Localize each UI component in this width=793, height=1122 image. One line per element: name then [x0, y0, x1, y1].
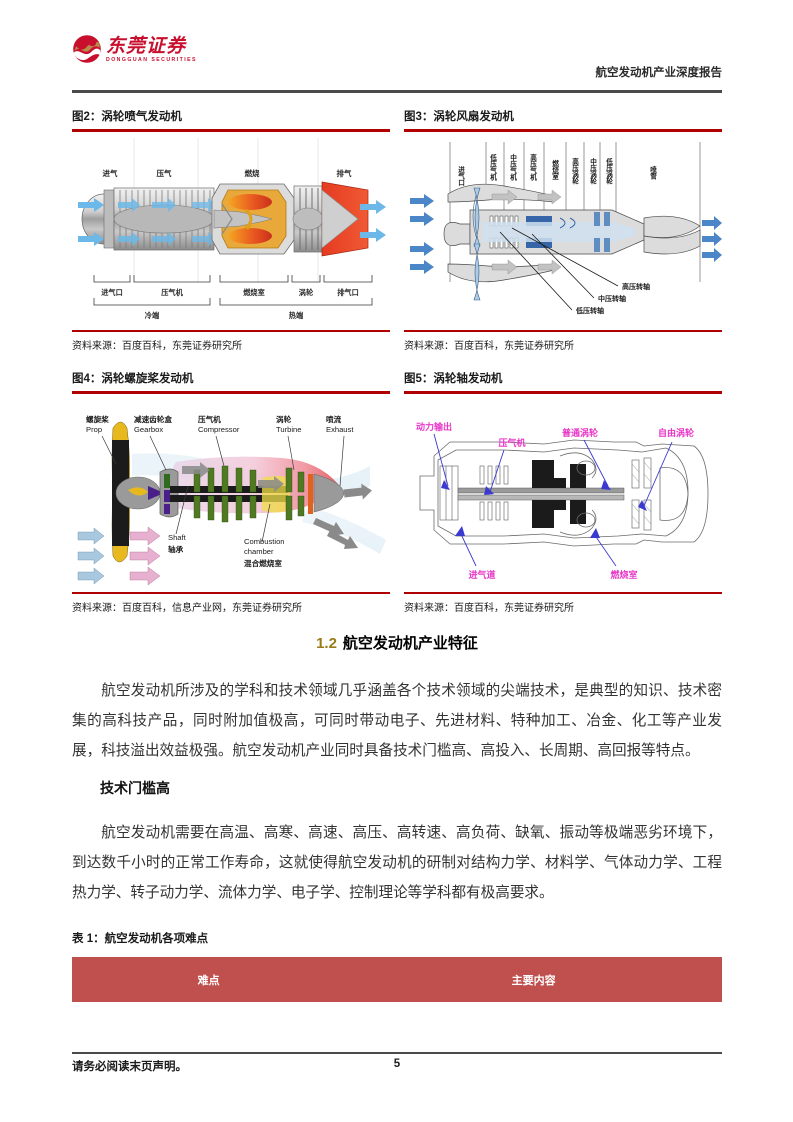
section-heading-1-2: 1.2 航空发动机产业特征	[72, 632, 722, 653]
table-header-cell-content: 主要内容	[345, 957, 722, 1002]
figure-3-rule-top	[404, 129, 722, 132]
footer-divider	[72, 1052, 722, 1055]
turbofan-diagram: 进气口 低压气机 中压气机 高压气机 燃烧室 高压涡轮 中压涡轮 低压涡轮 喷管	[404, 131, 722, 330]
svg-text:混合燃烧室: 混合燃烧室	[244, 558, 282, 568]
svg-text:冷端: 冷端	[145, 311, 160, 320]
figure-2-rule-top	[72, 129, 390, 132]
svg-text:进气道: 进气道	[468, 569, 495, 580]
svg-text:动力输出: 动力输出	[416, 421, 452, 432]
svg-text:轴承: 轴承	[168, 544, 184, 554]
svg-text:Exhaust: Exhaust	[326, 425, 354, 434]
page-header: 东莞证券 DONGGUAN SECURITIES 航空发动机产业深度报告	[72, 34, 722, 90]
svg-text:Turbine: Turbine	[276, 425, 301, 434]
figure-5: 图5：涡轮轴发动机	[404, 370, 722, 622]
svg-text:高压转轴: 高压转轴	[622, 282, 650, 291]
svg-text:普通涡轮: 普通涡轮	[562, 427, 598, 438]
svg-text:压气机: 压气机	[498, 437, 525, 448]
figure-3-rule-bottom	[404, 329, 722, 332]
svg-text:压气: 压气	[157, 168, 172, 178]
figure-5-source: 资料来源：百度百科，东莞证券研究所	[404, 603, 574, 614]
section-number: 1.2	[316, 635, 337, 652]
svg-text:低压涡轮: 低压涡轮	[605, 156, 614, 185]
svg-text:压气机: 压气机	[198, 414, 221, 424]
table-1-head: 难点 主要内容	[72, 957, 722, 1002]
logo-text: 东莞证券 DONGGUAN SECURITIES	[106, 34, 197, 64]
svg-text:燃烧室: 燃烧室	[610, 569, 637, 580]
svg-text:燃烧室: 燃烧室	[242, 288, 265, 297]
header-report-title: 航空发动机产业深度报告	[595, 67, 723, 79]
svg-text:低压气机: 低压气机	[489, 152, 498, 181]
figure-2-caption: 图2：涡轮喷气发动机	[72, 111, 182, 123]
svg-text:燃烧室: 燃烧室	[551, 158, 559, 180]
logo-mark-icon	[73, 35, 101, 63]
svg-text:Combustion: Combustion	[244, 537, 285, 546]
footer-page-number: 5	[393, 1058, 401, 1070]
svg-text:螺旋桨: 螺旋桨	[86, 414, 109, 424]
company-logo: 东莞证券 DONGGUAN SECURITIES	[72, 34, 197, 64]
svg-text:涡轮: 涡轮	[299, 288, 314, 297]
logo-company-name-cn: 东莞证券	[106, 36, 187, 57]
svg-text:Shaft: Shaft	[168, 533, 187, 542]
table-header-label-difficulty: 难点	[197, 974, 220, 987]
table-1-difficulties: 难点 主要内容	[72, 957, 722, 1002]
figure-3-source: 资料来源：百度百科，东莞证券研究所	[404, 341, 574, 352]
svg-text:低压转轴: 低压转轴	[575, 306, 604, 315]
figure-2-image: 进气 压气 燃烧 排气	[72, 131, 390, 330]
turbojet-diagram: 进气 压气 燃烧 排气	[72, 131, 390, 330]
svg-text:进气口: 进气口	[457, 164, 466, 185]
svg-text:进气口: 进气口	[101, 288, 123, 297]
table-header-cell-difficulty: 难点	[72, 957, 346, 1002]
header-divider	[72, 90, 722, 93]
svg-text:热端: 热端	[289, 311, 304, 320]
svg-text:涡轮: 涡轮	[276, 414, 292, 424]
svg-text:排气口: 排气口	[337, 288, 359, 297]
figure-2-rule-bottom	[72, 329, 390, 332]
paragraph-technical-barrier: 航空发动机需要在高温、高寒、高速、高压、高转速、高负荷、缺氧、振动等极端恶劣环境…	[72, 825, 722, 901]
svg-text:Prop: Prop	[86, 425, 102, 434]
svg-text:高压气机: 高压气机	[529, 152, 538, 181]
turboshaft-diagram: 动力输出 压气机 普通涡轮 自由涡轮 进气道 燃烧室	[404, 393, 722, 592]
svg-text:喷管: 喷管	[649, 164, 657, 180]
paragraph-industry-overview: 航空发动机所涉及的学科和技术领域几乎涵盖各个技术领域的尖端技术，是典型的知识、技…	[72, 683, 722, 759]
figure-3-caption: 图3：涡轮风扇发动机	[404, 111, 514, 123]
figure-4-rule-bottom	[72, 591, 390, 594]
figure-grid: 图2：涡轮喷气发动机	[72, 108, 722, 632]
figure-4-rule-top	[72, 391, 390, 394]
footer-disclaimer: 请务必阅读末页声明。	[72, 1061, 187, 1073]
figure-3-image: 进气口 低压气机 中压气机 高压气机 燃烧室 高压涡轮 中压涡轮 低压涡轮 喷管	[404, 131, 722, 330]
figure-3: 图3：涡轮风扇发动机	[404, 108, 722, 360]
figure-5-caption: 图5：涡轮轴发动机	[404, 373, 503, 385]
table-header-row: 难点 主要内容	[72, 957, 722, 1002]
svg-text:燃烧: 燃烧	[245, 168, 260, 178]
table-header-label-content: 主要内容	[511, 974, 556, 987]
figure-4-image: 螺旋桨 Prop 减速齿轮盒 Gearbox 压气机 Compressor 涡轮…	[72, 393, 390, 592]
logo-company-name-en: DONGGUAN SECURITIES	[106, 57, 197, 63]
figure-2-source: 资料来源：百度百科，东莞证券研究所	[72, 341, 242, 352]
section-title: 航空发动机产业特征	[342, 635, 478, 652]
figure-4-caption: 图4：涡轮螺旋桨发动机	[72, 373, 194, 385]
svg-text:减速齿轮盒: 减速齿轮盒	[134, 414, 172, 424]
figure-2: 图2：涡轮喷气发动机	[72, 108, 390, 360]
figure-4: 图4：涡轮螺旋桨发动机	[72, 370, 390, 622]
table-1-title: 表 1：航空发动机各项难点	[72, 933, 209, 945]
figure-4-source: 资料来源：百度百科，信息产业网，东莞证券研究所	[72, 603, 302, 614]
svg-text:中压转轴: 中压转轴	[598, 294, 626, 303]
figure-5-image: 动力输出 压气机 普通涡轮 自由涡轮 进气道 燃烧室	[404, 393, 722, 592]
svg-text:压气机: 压气机	[161, 288, 183, 297]
svg-text:中压气机: 中压气机	[509, 152, 518, 181]
svg-text:高压涡轮: 高压涡轮	[571, 156, 579, 185]
figure-5-rule-bottom	[404, 591, 722, 594]
svg-text:排气: 排气	[337, 168, 352, 178]
svg-text:chamber: chamber	[244, 547, 274, 556]
subheading-technical-barrier: 技术门槛高	[100, 780, 170, 796]
turboprop-diagram: 螺旋桨 Prop 减速齿轮盒 Gearbox 压气机 Compressor 涡轮…	[72, 393, 390, 592]
svg-text:自由涡轮: 自由涡轮	[658, 427, 694, 438]
figure-5-rule-top	[404, 391, 722, 394]
svg-text:进气: 进气	[103, 168, 118, 178]
svg-text:中压涡轮: 中压涡轮	[589, 156, 597, 185]
svg-text:Gearbox: Gearbox	[134, 425, 163, 434]
svg-text:Compressor: Compressor	[198, 425, 240, 434]
svg-text:喷流: 喷流	[326, 414, 342, 424]
